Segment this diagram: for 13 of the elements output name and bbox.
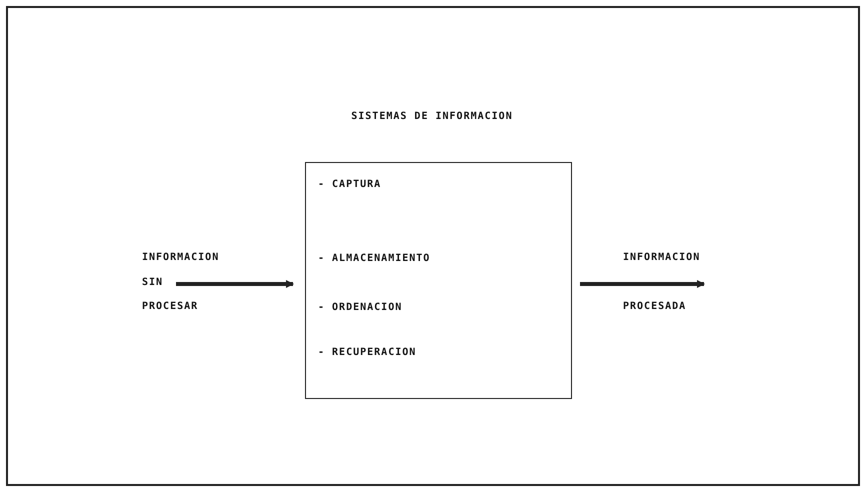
text-label: PROCESAR <box>142 301 198 313</box>
list-item: - CAPTURA <box>318 179 382 191</box>
list-item: - RECUPERACION <box>318 347 416 359</box>
list-item: - ORDENACION <box>318 302 402 314</box>
list-item: - ALMACENAMIENTO <box>318 253 430 265</box>
input-label: SIN <box>142 277 164 289</box>
arrow <box>580 280 705 288</box>
diagram-title: SISTEMAS DE INFORMACION <box>350 111 514 123</box>
text-label: INFORMACION <box>142 252 220 264</box>
arrow <box>176 280 294 288</box>
text-label: PROCESADA <box>623 301 686 313</box>
process-box <box>305 162 572 399</box>
text-label: INFORMACION <box>623 252 700 264</box>
